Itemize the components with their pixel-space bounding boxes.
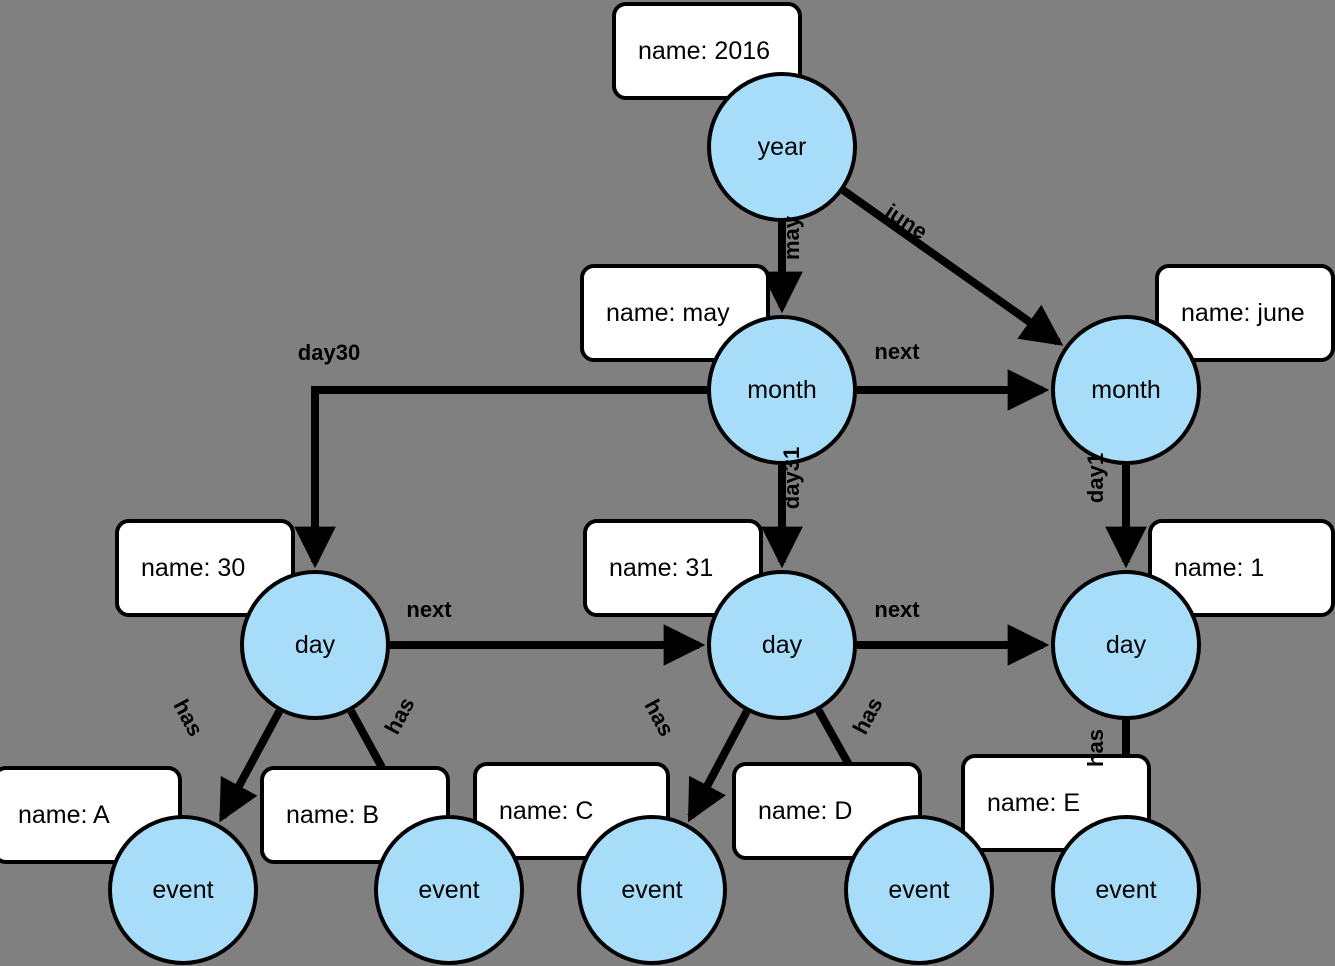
property-text: name: 31 (609, 553, 714, 582)
node-label: month (747, 375, 817, 404)
node-label: event (152, 875, 214, 904)
graph-node-eventC[interactable]: event (577, 815, 727, 965)
property-text: name: june (1181, 298, 1305, 327)
edge-e-hasA (218, 709, 283, 823)
node-label: month (1091, 375, 1161, 404)
graph-node-eventA[interactable]: event (108, 815, 258, 965)
graph-node-monthJune[interactable]: month (1051, 315, 1201, 465)
property-text: name: 1 (1174, 553, 1265, 582)
node-label: event (621, 875, 683, 904)
graph-node-monthMay[interactable]: month (707, 315, 857, 465)
node-label: event (418, 875, 480, 904)
edge-label-el-next3: next (874, 597, 920, 622)
edge-e-june (840, 187, 1064, 346)
property-text: name: 30 (141, 553, 246, 582)
property-text: name: may (606, 298, 730, 327)
edge-label-el-day31: day31 (779, 446, 804, 510)
property-text: name: E (987, 788, 1081, 817)
graph-node-eventB[interactable]: event (374, 815, 524, 965)
graph-node-day1[interactable]: day (1051, 570, 1201, 720)
edge-label-el-may: may (779, 215, 804, 261)
edge-label-el-next1: next (874, 339, 920, 364)
edge-label-el-next2: next (406, 597, 452, 622)
node-label: event (1095, 875, 1157, 904)
edge-label-el-hasE: has (1083, 729, 1108, 767)
edge-label-el-day1: day1 (1083, 452, 1108, 504)
graph-node-eventD[interactable]: event (844, 815, 994, 965)
property-text: name: C (499, 796, 594, 825)
property-box: name: 2016 (612, 2, 802, 100)
node-label: day (294, 630, 336, 659)
edge-e-day30 (294, 386, 707, 569)
graph-node-eventE[interactable]: event (1051, 815, 1201, 965)
property-text: name: A (18, 800, 110, 829)
node-label: day (761, 630, 803, 659)
graph-node-year2016[interactable]: year (707, 72, 857, 222)
graph-node-day30[interactable]: day (240, 570, 390, 720)
node-label: event (888, 875, 950, 904)
property-text: name: 2016 (638, 36, 771, 65)
property-text: name: B (286, 800, 380, 829)
property-text: name: D (758, 796, 853, 825)
node-label: day (1105, 630, 1147, 659)
edge-label-el-day30: day30 (297, 340, 361, 365)
edge-e-hasC (687, 709, 751, 823)
node-label: year (757, 132, 807, 161)
graph-node-day31[interactable]: day (707, 570, 857, 720)
